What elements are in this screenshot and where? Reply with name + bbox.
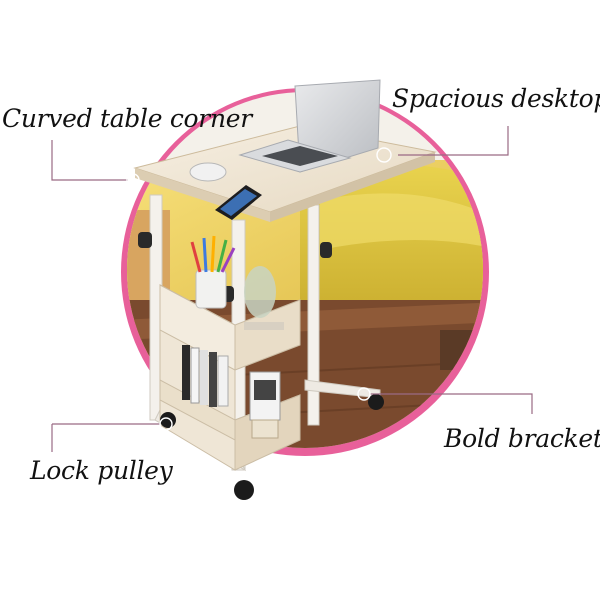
callout-spacious-desktop: Spacious desktop: [392, 84, 600, 113]
callout-bold-bracket: Bold bracket: [444, 424, 600, 453]
callout-dot-desktop: [376, 147, 392, 163]
smartphone: [215, 185, 262, 220]
callout-lines: [51, 126, 533, 452]
callout-dot-bracket: [357, 387, 371, 401]
callout-dot-curved-corner: [126, 173, 140, 187]
callout-dot-pulley: [159, 417, 173, 431]
callout-curved-table-corner: Curved table corner: [2, 104, 252, 133]
mouse: [189, 162, 227, 182]
callout-lock-pulley: Lock pulley: [30, 456, 173, 485]
laptop: [238, 79, 381, 173]
storage-shelf: [159, 235, 301, 471]
caster-wheels: [160, 394, 384, 500]
